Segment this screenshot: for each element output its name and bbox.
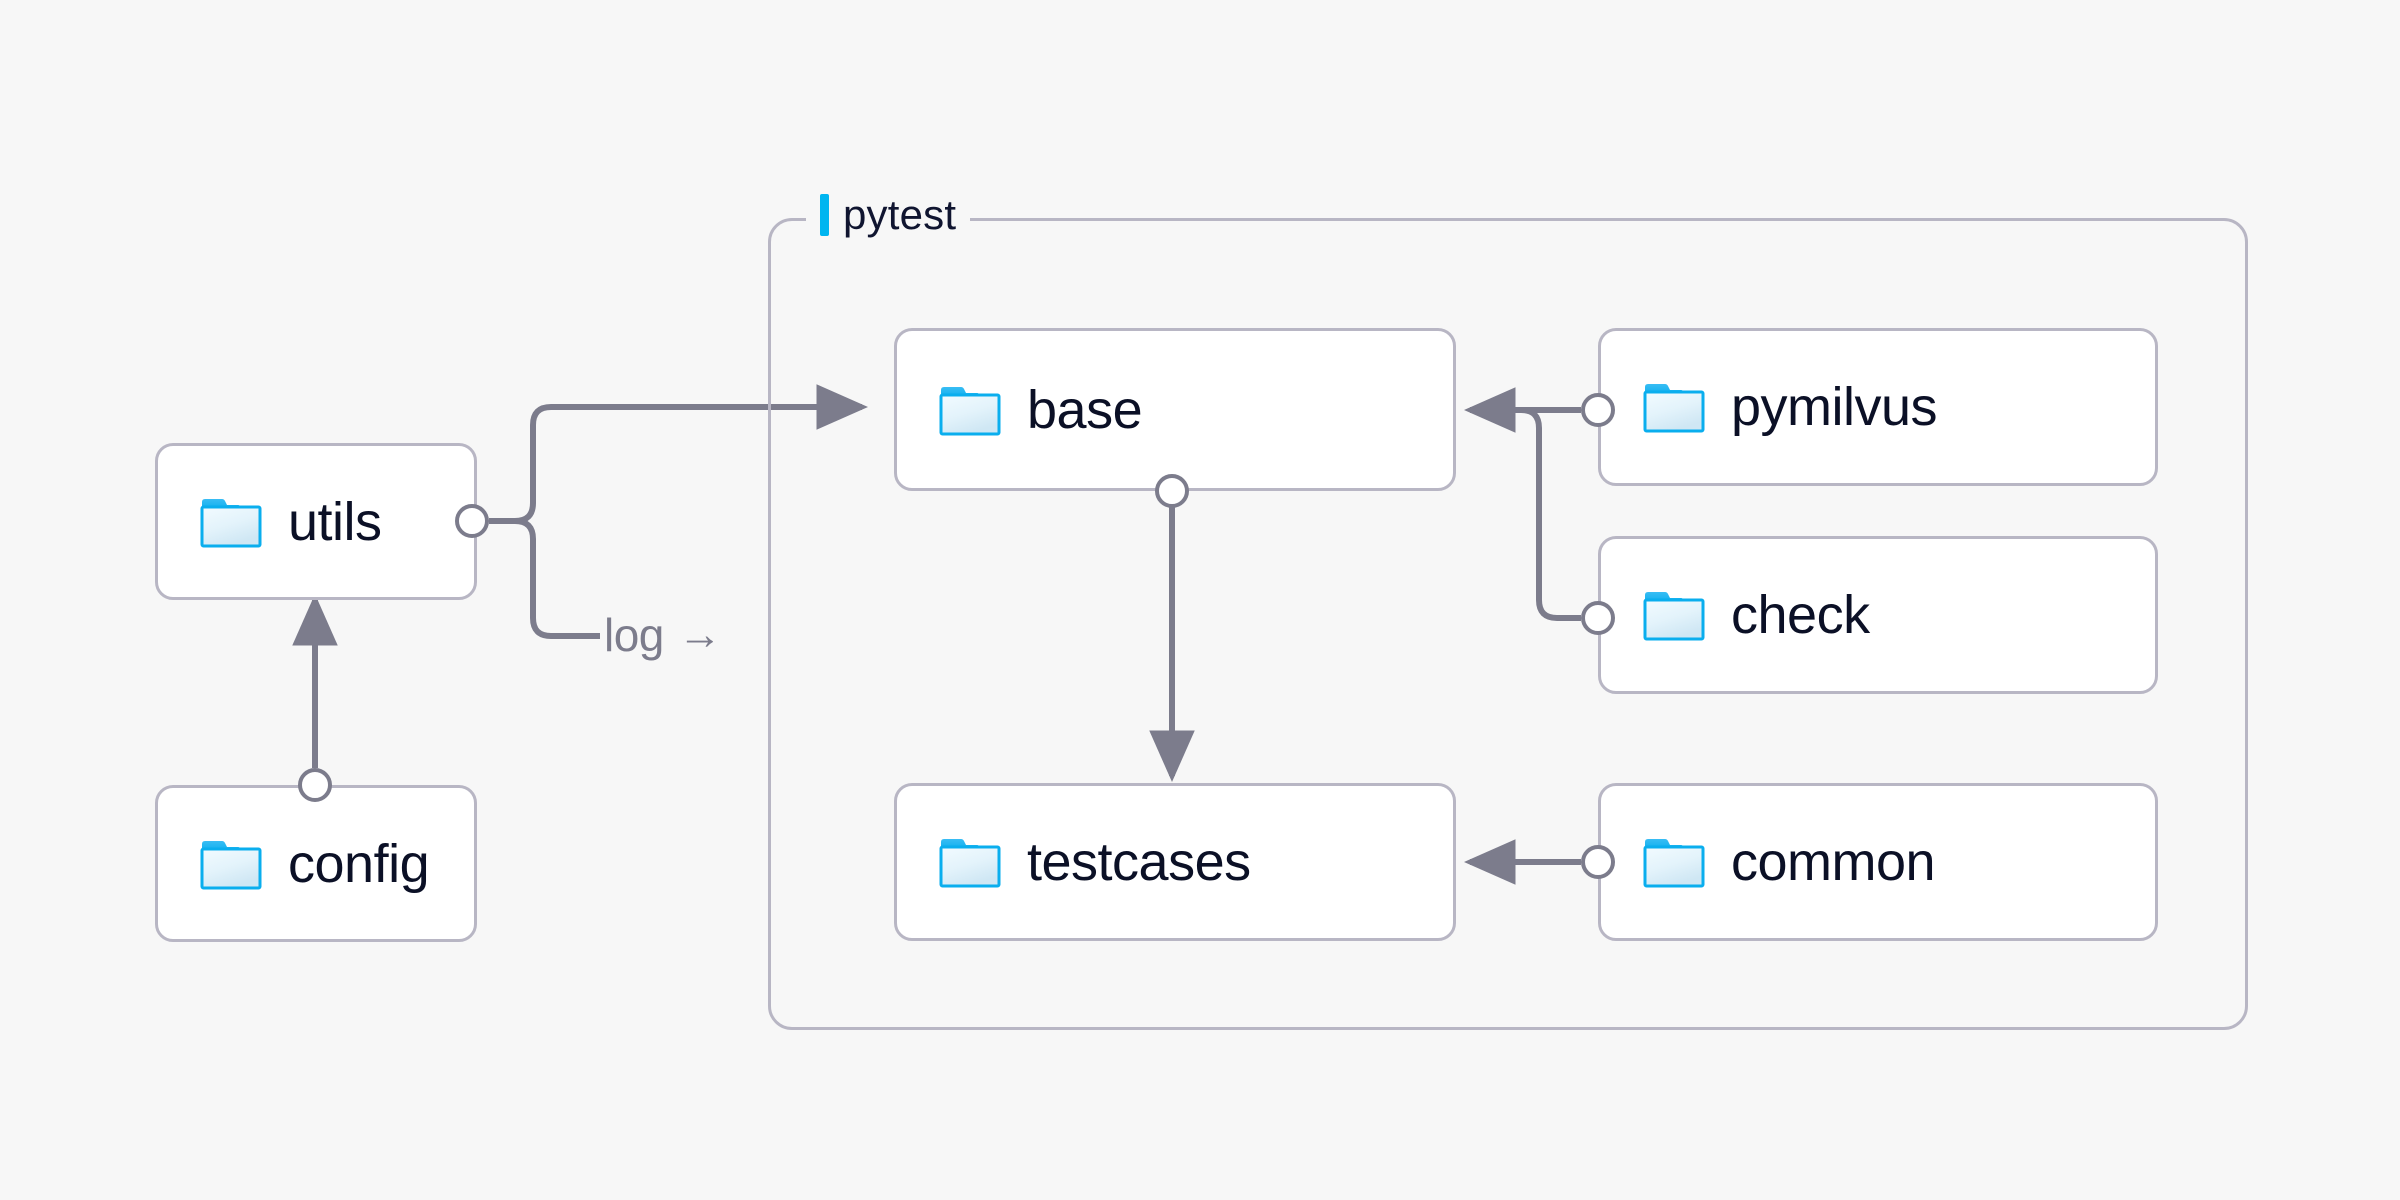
node-label: pymilvus — [1731, 377, 1938, 437]
node-config[interactable]: config — [155, 785, 477, 942]
node-label: check — [1731, 585, 1870, 645]
node-base[interactable]: base — [894, 328, 1456, 491]
port-pymilvus-left[interactable] — [1581, 393, 1615, 427]
node-label: utils — [288, 491, 382, 552]
port-check-left[interactable] — [1581, 601, 1615, 635]
port-utils-right[interactable] — [455, 504, 489, 538]
folder-icon — [200, 496, 262, 548]
accent-bar-icon — [820, 194, 829, 236]
node-label: config — [288, 833, 430, 894]
folder-icon — [200, 838, 262, 890]
folder-icon — [939, 384, 1001, 436]
folder-icon — [1643, 836, 1705, 888]
edge-label-text: log — [604, 609, 664, 661]
group-label-pytest: pytest — [806, 188, 971, 242]
node-check[interactable]: check — [1598, 536, 2158, 694]
group-title: pytest — [843, 191, 957, 238]
folder-icon — [1643, 589, 1705, 641]
node-label: common — [1731, 832, 1936, 892]
node-utils[interactable]: utils — [155, 443, 477, 600]
folder-icon — [939, 836, 1001, 888]
arrow-right-icon: → — [677, 610, 722, 659]
node-pymilvus[interactable]: pymilvus — [1598, 328, 2158, 486]
group-container-pytest — [768, 218, 2248, 1030]
node-label: testcases — [1027, 832, 1251, 892]
edge-check-base — [1470, 407, 1581, 621]
node-label: base — [1027, 379, 1143, 440]
edge-utils-log — [489, 518, 600, 639]
edge-label-log: log → — [604, 608, 722, 662]
port-config-top[interactable] — [298, 768, 332, 802]
port-base-bottom[interactable] — [1155, 474, 1189, 508]
port-common-left[interactable] — [1581, 845, 1615, 879]
node-testcases[interactable]: testcases — [894, 783, 1456, 941]
folder-icon — [1643, 381, 1705, 433]
node-common[interactable]: common — [1598, 783, 2158, 941]
